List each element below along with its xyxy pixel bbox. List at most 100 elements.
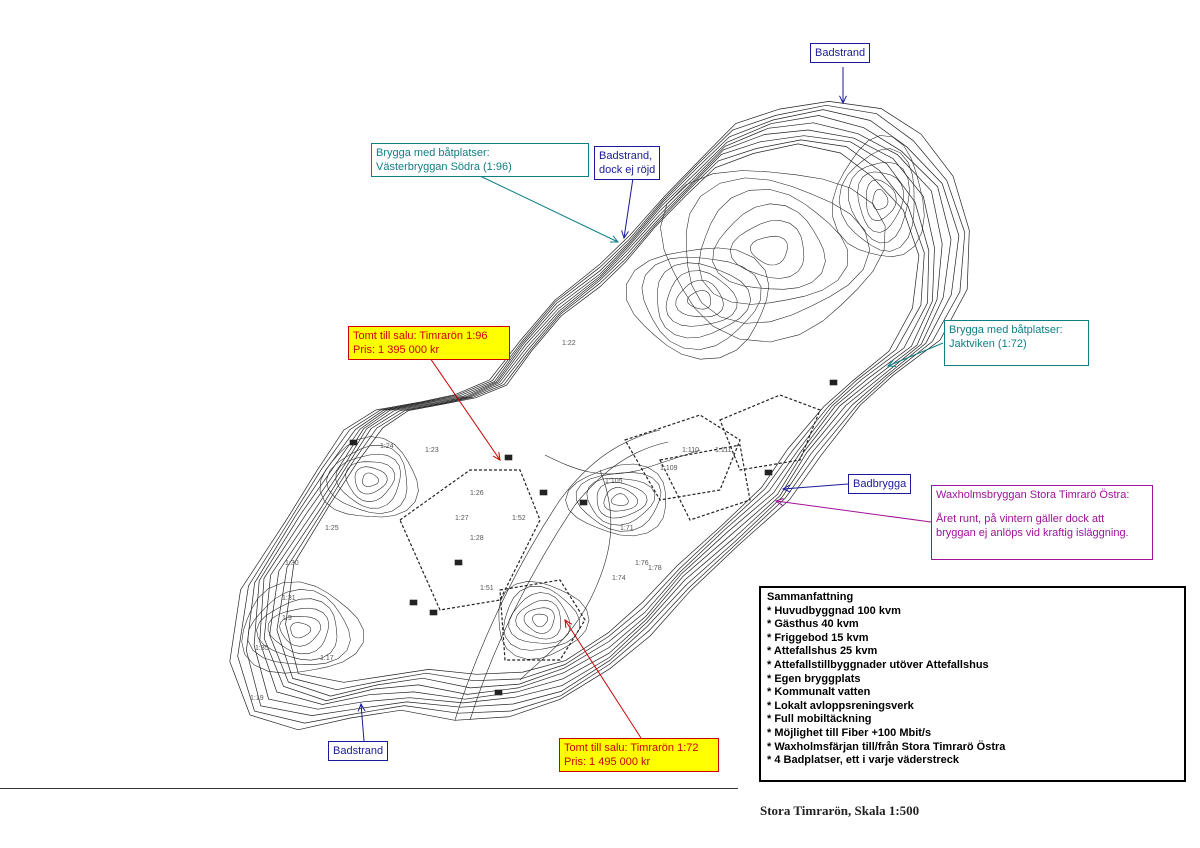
- callout-arrow-line: [623, 177, 634, 239]
- hill-contour: [508, 592, 571, 644]
- shore-contour: [253, 115, 952, 710]
- summary-item: * Kommunalt vatten: [767, 686, 871, 699]
- building-marker: [764, 469, 773, 476]
- parcel-number-label: 1:19: [250, 695, 264, 702]
- shore-contour: [269, 135, 930, 697]
- property-parcel: [659, 444, 751, 521]
- building-marker: [539, 489, 548, 496]
- hill-contour: [838, 148, 915, 252]
- tomt-196-callout: Tomt till salu: Timrarön 1:96 Pris: 1 39…: [348, 326, 510, 360]
- hill-contour: [362, 472, 379, 487]
- hill-contour: [596, 481, 648, 519]
- summary-item: * Full mobiltäckning: [767, 713, 872, 726]
- parcel-number-label: 1:109: [660, 465, 678, 472]
- tomt-172-callout: Tomt till salu: Timrarön 1:72 Pris: 1 49…: [559, 738, 719, 772]
- map-details: [349, 379, 838, 721]
- hill-contour: [575, 472, 662, 532]
- summary-item: * Attefallshus 25 kvm: [767, 645, 878, 658]
- shore-contour: [237, 104, 966, 724]
- hill-contour: [565, 463, 666, 537]
- arrow-head: [781, 484, 791, 493]
- building-marker: [409, 599, 418, 606]
- parcel-number-label: 1:9: [282, 615, 292, 622]
- summary-item: * Waxholmsfärjan till/från Stora Timrarö…: [767, 740, 1006, 753]
- parcel-number-label: 1:111: [715, 447, 732, 454]
- path-line: [544, 449, 701, 475]
- building-marker: [349, 439, 358, 446]
- parcel-number-label: 1:105: [605, 478, 623, 485]
- property-parcel: [399, 469, 541, 611]
- hill-contour: [611, 493, 629, 506]
- arrow-head: [774, 498, 784, 506]
- hill-contour: [503, 585, 580, 651]
- road-line: [454, 429, 661, 721]
- badbrygga-callout: Badbrygga: [848, 474, 912, 494]
- hill-contour: [848, 161, 910, 244]
- parcel-number-label: 1:52: [512, 515, 526, 522]
- hill-contour: [241, 581, 364, 674]
- building-marker: [504, 454, 513, 461]
- callout-arrows: [357, 67, 944, 742]
- shore-contour: [285, 143, 920, 683]
- shore-contour: [246, 109, 960, 716]
- callout-arrow-line: [429, 357, 501, 461]
- shore-contour: [276, 139, 925, 691]
- parcel-number-label: 1:31: [282, 595, 296, 602]
- callout-arrow-line: [782, 483, 849, 490]
- hill-contour: [279, 616, 321, 647]
- parcel-number-label: 1:26: [470, 490, 484, 497]
- hill-contour: [857, 171, 904, 233]
- hill-contour: [641, 256, 762, 350]
- building-marker: [429, 609, 438, 616]
- arrow-head: [621, 230, 629, 240]
- summary-item: * 4 Badplatser, ett i varje väderstreck: [767, 754, 959, 767]
- hill-contour: [872, 189, 889, 210]
- summary-item: * Huvudbyggnad 100 kvm: [767, 604, 901, 617]
- building-marker: [829, 379, 838, 386]
- arrow-head: [886, 359, 897, 367]
- parcel-number-label: 1:23: [425, 447, 439, 454]
- hill-contour: [354, 466, 388, 495]
- hill-contour: [729, 220, 805, 279]
- callout-arrow-line: [564, 619, 642, 739]
- arrow-head: [609, 235, 620, 243]
- bottom-divider: [0, 788, 738, 789]
- callout-arrow-line: [360, 703, 365, 742]
- hill-contour: [866, 179, 897, 221]
- hill-contour: [319, 436, 419, 518]
- parcel-number-label: 1:71: [620, 525, 634, 532]
- parcel-number-label: 1:22: [562, 340, 576, 347]
- badstrand-north-callout: Badstrand: [810, 43, 871, 63]
- hill-contour: [515, 599, 562, 640]
- parcel-number-label: 1:27: [455, 515, 469, 522]
- shore-contour: [263, 129, 935, 702]
- property-parcel: [719, 394, 821, 471]
- hill-contour: [712, 203, 826, 290]
- callout-arrow-line: [477, 174, 619, 243]
- hill-contour: [256, 598, 338, 661]
- parcel-number-label: 1:74: [612, 575, 626, 582]
- building-marker: [454, 559, 463, 566]
- callout-arrow-line: [775, 500, 932, 523]
- summary-title: Sammanfattning: [767, 591, 854, 603]
- arrow-head: [564, 619, 573, 629]
- hill-contour: [660, 170, 886, 343]
- arrow-head: [492, 452, 501, 461]
- badstrand-ejrojd-callout: Badstrand, dock ej röjd: [594, 146, 661, 180]
- hill-contour: [247, 589, 351, 665]
- parcel-number-label: 1:28: [470, 535, 484, 542]
- hill-contour: [626, 247, 770, 360]
- brygga-jaktviken-callout: Brygga med båtplatser: Jaktviken (1:72): [944, 320, 1089, 366]
- hill-contour: [657, 262, 752, 339]
- summary-item: * Gästhus 40 kvm: [767, 618, 859, 631]
- road-line: [469, 441, 669, 721]
- hill-contour: [832, 135, 925, 258]
- building-marker: [579, 499, 588, 506]
- arrow-head: [839, 95, 847, 105]
- hill-contour: [532, 613, 549, 628]
- hill-contour: [335, 453, 401, 509]
- hill-contour: [665, 270, 738, 327]
- parcel-number-label: 1:78: [648, 565, 662, 572]
- waxholmsbryggan-callout: Waxholmsbryggan Stora Timrarö Östra: Åre…: [931, 485, 1153, 560]
